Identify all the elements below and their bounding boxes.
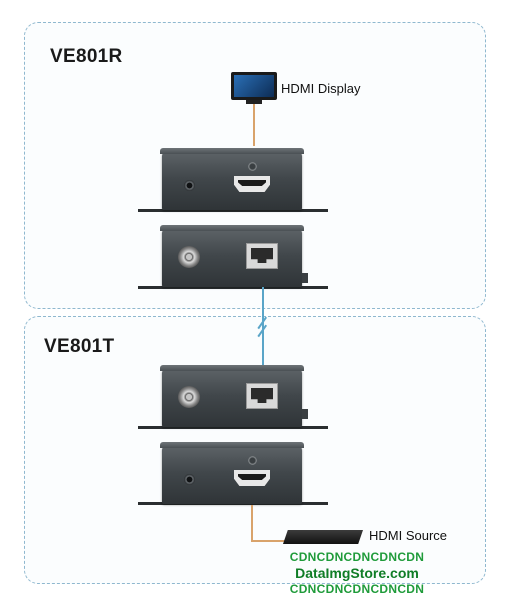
hdmi-port-icon bbox=[234, 470, 270, 486]
hdmi-port-icon bbox=[234, 176, 270, 192]
source-hdmi-cable-vertical bbox=[251, 505, 253, 541]
receiver-model-label: VE801R bbox=[50, 46, 123, 67]
receiver-hdmi-unit-flange bbox=[138, 209, 328, 212]
watermark: CDNCDNCDNCDNCDN DataImgStore.com CDNCDNC… bbox=[277, 549, 437, 597]
hdmi-source-device-icon bbox=[283, 530, 363, 544]
side-jack-icon bbox=[302, 273, 308, 283]
hdmi-source-label: HDMI Source bbox=[369, 528, 448, 543]
display-hdmi-cable bbox=[253, 104, 255, 146]
monitor-icon bbox=[231, 72, 277, 104]
transmitter-hdmi-unit bbox=[160, 442, 304, 504]
transmitter-model-label: VE801T bbox=[44, 336, 115, 357]
led-icon bbox=[248, 162, 257, 171]
hdmi-display-label: HDMI Display bbox=[281, 81, 361, 96]
led-icon bbox=[248, 456, 257, 465]
receiver-hdmi-unit bbox=[160, 148, 304, 210]
audio-port-icon bbox=[184, 180, 195, 191]
rj45-port-icon bbox=[246, 243, 278, 269]
rj45-port-icon bbox=[246, 383, 278, 409]
watermark-line-3: CDNCDNCDNCDNCDN bbox=[289, 582, 425, 596]
audio-port-icon bbox=[184, 474, 195, 485]
watermark-line-1: CDNCDNCDNCDNCDN bbox=[289, 550, 425, 564]
bnc-connector-icon bbox=[178, 246, 200, 268]
watermark-line-2: DataImgStore.com bbox=[295, 565, 419, 581]
transmitter-network-unit bbox=[160, 365, 308, 427]
receiver-network-unit bbox=[160, 225, 308, 287]
transmitter-network-unit-flange bbox=[138, 426, 328, 429]
side-jack-icon bbox=[302, 409, 308, 419]
receiver-network-unit-flange bbox=[138, 286, 328, 289]
bnc-connector-icon bbox=[178, 386, 200, 408]
source-hdmi-cable-horizontal bbox=[251, 540, 285, 542]
